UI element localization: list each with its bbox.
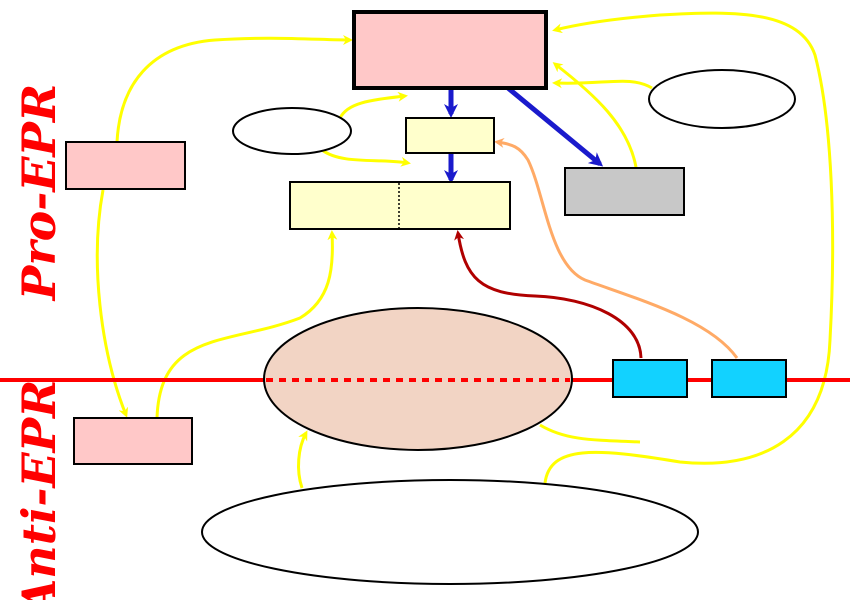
- label-pro-epr: Pro-EPR: [12, 84, 66, 302]
- arrow-top-box-to-gray-box: [506, 86, 604, 167]
- arrow-oval-to-outer-loop: [539, 423, 641, 444]
- arrow-lower-left-box-to-wide-box: [155, 230, 338, 419]
- arrow-small-oval-to-top-box: [338, 91, 408, 119]
- wide-yellow-box: [289, 181, 511, 230]
- lower-left-box: [73, 417, 193, 465]
- yellow-arrows: [95, 11, 835, 489]
- arrow-small-oval-to-wide-box: [321, 148, 411, 167]
- blue-arrows: [444, 86, 604, 184]
- arrow-left-box-to-lower-left-box: [95, 189, 129, 418]
- arrow-left-box-to-top-box: [115, 34, 353, 143]
- arrow-right-oval-to-top-box: [552, 78, 653, 90]
- small-yellow-box: [405, 117, 495, 154]
- arrow-cyan-box-2-to-small-yellow-box: [494, 137, 739, 359]
- middle-oval: [263, 307, 573, 451]
- arrow-bottom-oval-to-middle-oval: [297, 430, 308, 489]
- arrow-cyan-box-1-to-wide-box: [454, 230, 643, 359]
- cyan-box-1: [612, 359, 688, 398]
- top-box: [352, 10, 548, 90]
- right-oval: [648, 69, 796, 129]
- arrow-outer-loop-to-top-box: [543, 11, 835, 484]
- label-anti-epr: Anti-EPR: [12, 380, 66, 600]
- left-box: [65, 141, 186, 190]
- gray-box: [564, 167, 685, 216]
- small-oval: [232, 107, 352, 155]
- bottom-oval: [201, 479, 699, 585]
- cyan-box-2: [711, 359, 787, 398]
- arrow-gray-box-to-top-box: [552, 62, 638, 168]
